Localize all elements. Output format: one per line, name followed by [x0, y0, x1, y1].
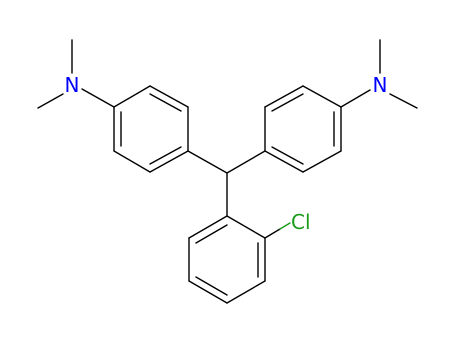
left-aryl-ring	[113, 85, 189, 173]
right-nitrogen-label: N	[373, 73, 388, 97]
left-dimethylamino-bonds	[37, 39, 115, 109]
central-methine-bonds	[187, 150, 266, 217]
chlorine-bond	[264, 222, 291, 239]
right-dimethylamino-bonds	[340, 39, 418, 109]
chlorine-label: Cl	[291, 210, 311, 234]
chlorophenyl-ring	[188, 215, 266, 304]
left-nitrogen-label: N	[65, 73, 80, 97]
right-aryl-ring	[264, 85, 342, 173]
